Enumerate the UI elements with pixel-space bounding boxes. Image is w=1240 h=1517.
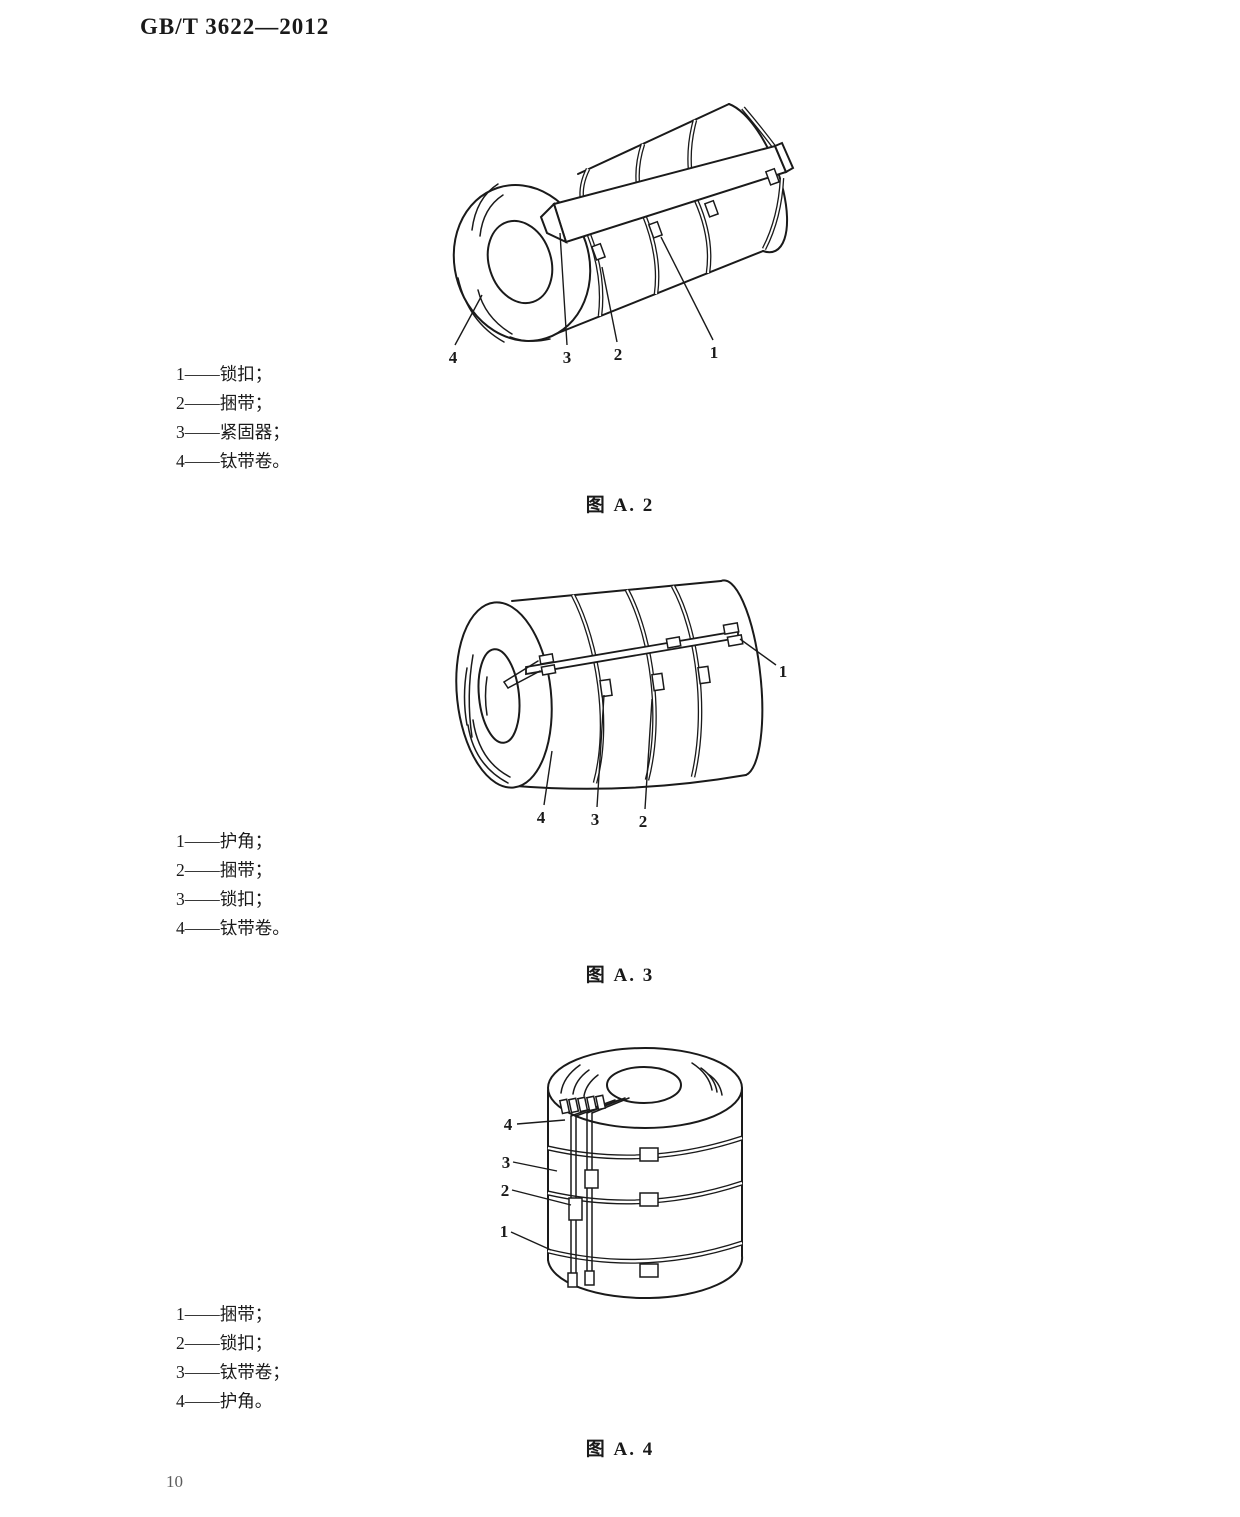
legend-item: 2——锁扣； [176, 1333, 273, 1353]
corner-protector [576, 1096, 589, 1113]
legend-item: 3——钛带卷； [176, 1362, 290, 1382]
strapping-bands [579, 106, 785, 317]
strip-clip [584, 1169, 599, 1189]
figure-label: 3 [563, 348, 572, 367]
figure-a2-caption: 图 A. 2 [585, 495, 655, 516]
figure-label: 2 [614, 345, 623, 364]
coil-body [511, 579, 764, 790]
band-buckles [639, 1147, 659, 1278]
standard-code: GB/T 3622—2012 [140, 14, 330, 39]
legend-item: 1——捆带； [176, 1304, 273, 1324]
leader-lines [454, 232, 714, 346]
buckles [590, 167, 781, 261]
strip-clip [538, 652, 555, 665]
buckle [703, 199, 720, 218]
legend-item: 2——捆带； [176, 393, 273, 413]
figure-label: 4 [504, 1115, 513, 1134]
legend-item: 4——钛带卷。 [176, 451, 290, 471]
legend-item: 1——护角； [176, 831, 273, 851]
corner-protector [567, 1097, 580, 1114]
figure-a4-drawing: 4 3 2 1 [500, 1047, 744, 1300]
coil-front-face [455, 601, 553, 789]
tensioner-strip [539, 141, 795, 244]
figure-label: 2 [501, 1181, 510, 1200]
figure-label: 1 [710, 343, 719, 362]
legend-item: 3——紧固器； [176, 422, 290, 442]
buckle [639, 1147, 659, 1162]
strip-clip [665, 635, 682, 649]
figure-a3-caption: 图 A. 3 [585, 965, 655, 986]
buckle [697, 665, 711, 685]
strapping-bands [570, 584, 703, 784]
vertical-straps [558, 1094, 630, 1288]
buckle [599, 678, 613, 698]
figure-label: 3 [502, 1153, 511, 1172]
strap-end-tab [584, 1270, 595, 1286]
buckle [639, 1192, 659, 1207]
coil-body [547, 1087, 744, 1300]
buckle [568, 1197, 583, 1221]
buckle [590, 242, 607, 261]
figure-label: 4 [449, 348, 458, 367]
coil-body [547, 103, 789, 338]
figure-label: 2 [639, 812, 648, 831]
legend-a2: 1——锁扣； 2——捆带； 3——紧固器； 4——钛带卷。 [176, 360, 290, 476]
figure-a4-caption: 图 A. 4 [585, 1439, 655, 1460]
strip-clip [540, 663, 557, 676]
buckles [599, 665, 711, 698]
strap-end-tab [567, 1272, 578, 1288]
buckle [764, 167, 781, 186]
legend-a3: 1——护角； 2——捆带； 3——锁扣； 4——钛带卷。 [176, 827, 290, 943]
corner-protector [585, 1095, 598, 1112]
figure-a3-drawing: 4 3 2 1 [455, 579, 788, 831]
legend-item: 2——捆带； [176, 860, 273, 880]
corner-protector-strip [503, 621, 744, 689]
legend-item: 3——锁扣； [176, 889, 273, 909]
figure-label: 4 [537, 808, 546, 827]
strip-clip [726, 633, 744, 648]
figure-label: 3 [591, 810, 600, 829]
leader-lines [543, 638, 777, 810]
corner-protector [594, 1094, 607, 1111]
buckle [647, 220, 664, 239]
buckle [639, 1263, 659, 1278]
figure-label: 1 [779, 662, 788, 681]
legend-item: 4——护角。 [176, 1391, 273, 1411]
strip-clip [722, 621, 740, 636]
legend-a4: 1——捆带； 2——锁扣； 3——钛带卷； 4——护角。 [176, 1300, 290, 1416]
page-number: 10 [166, 1472, 183, 1491]
buckle [651, 672, 665, 692]
leader-lines [510, 1119, 572, 1251]
corner-protector [558, 1098, 571, 1115]
legend-item: 1——锁扣； [176, 364, 273, 384]
figure-a2-drawing: 4 3 2 1 [449, 103, 795, 367]
figure-label: 1 [500, 1222, 509, 1241]
legend-item: 4——钛带卷。 [176, 918, 290, 938]
